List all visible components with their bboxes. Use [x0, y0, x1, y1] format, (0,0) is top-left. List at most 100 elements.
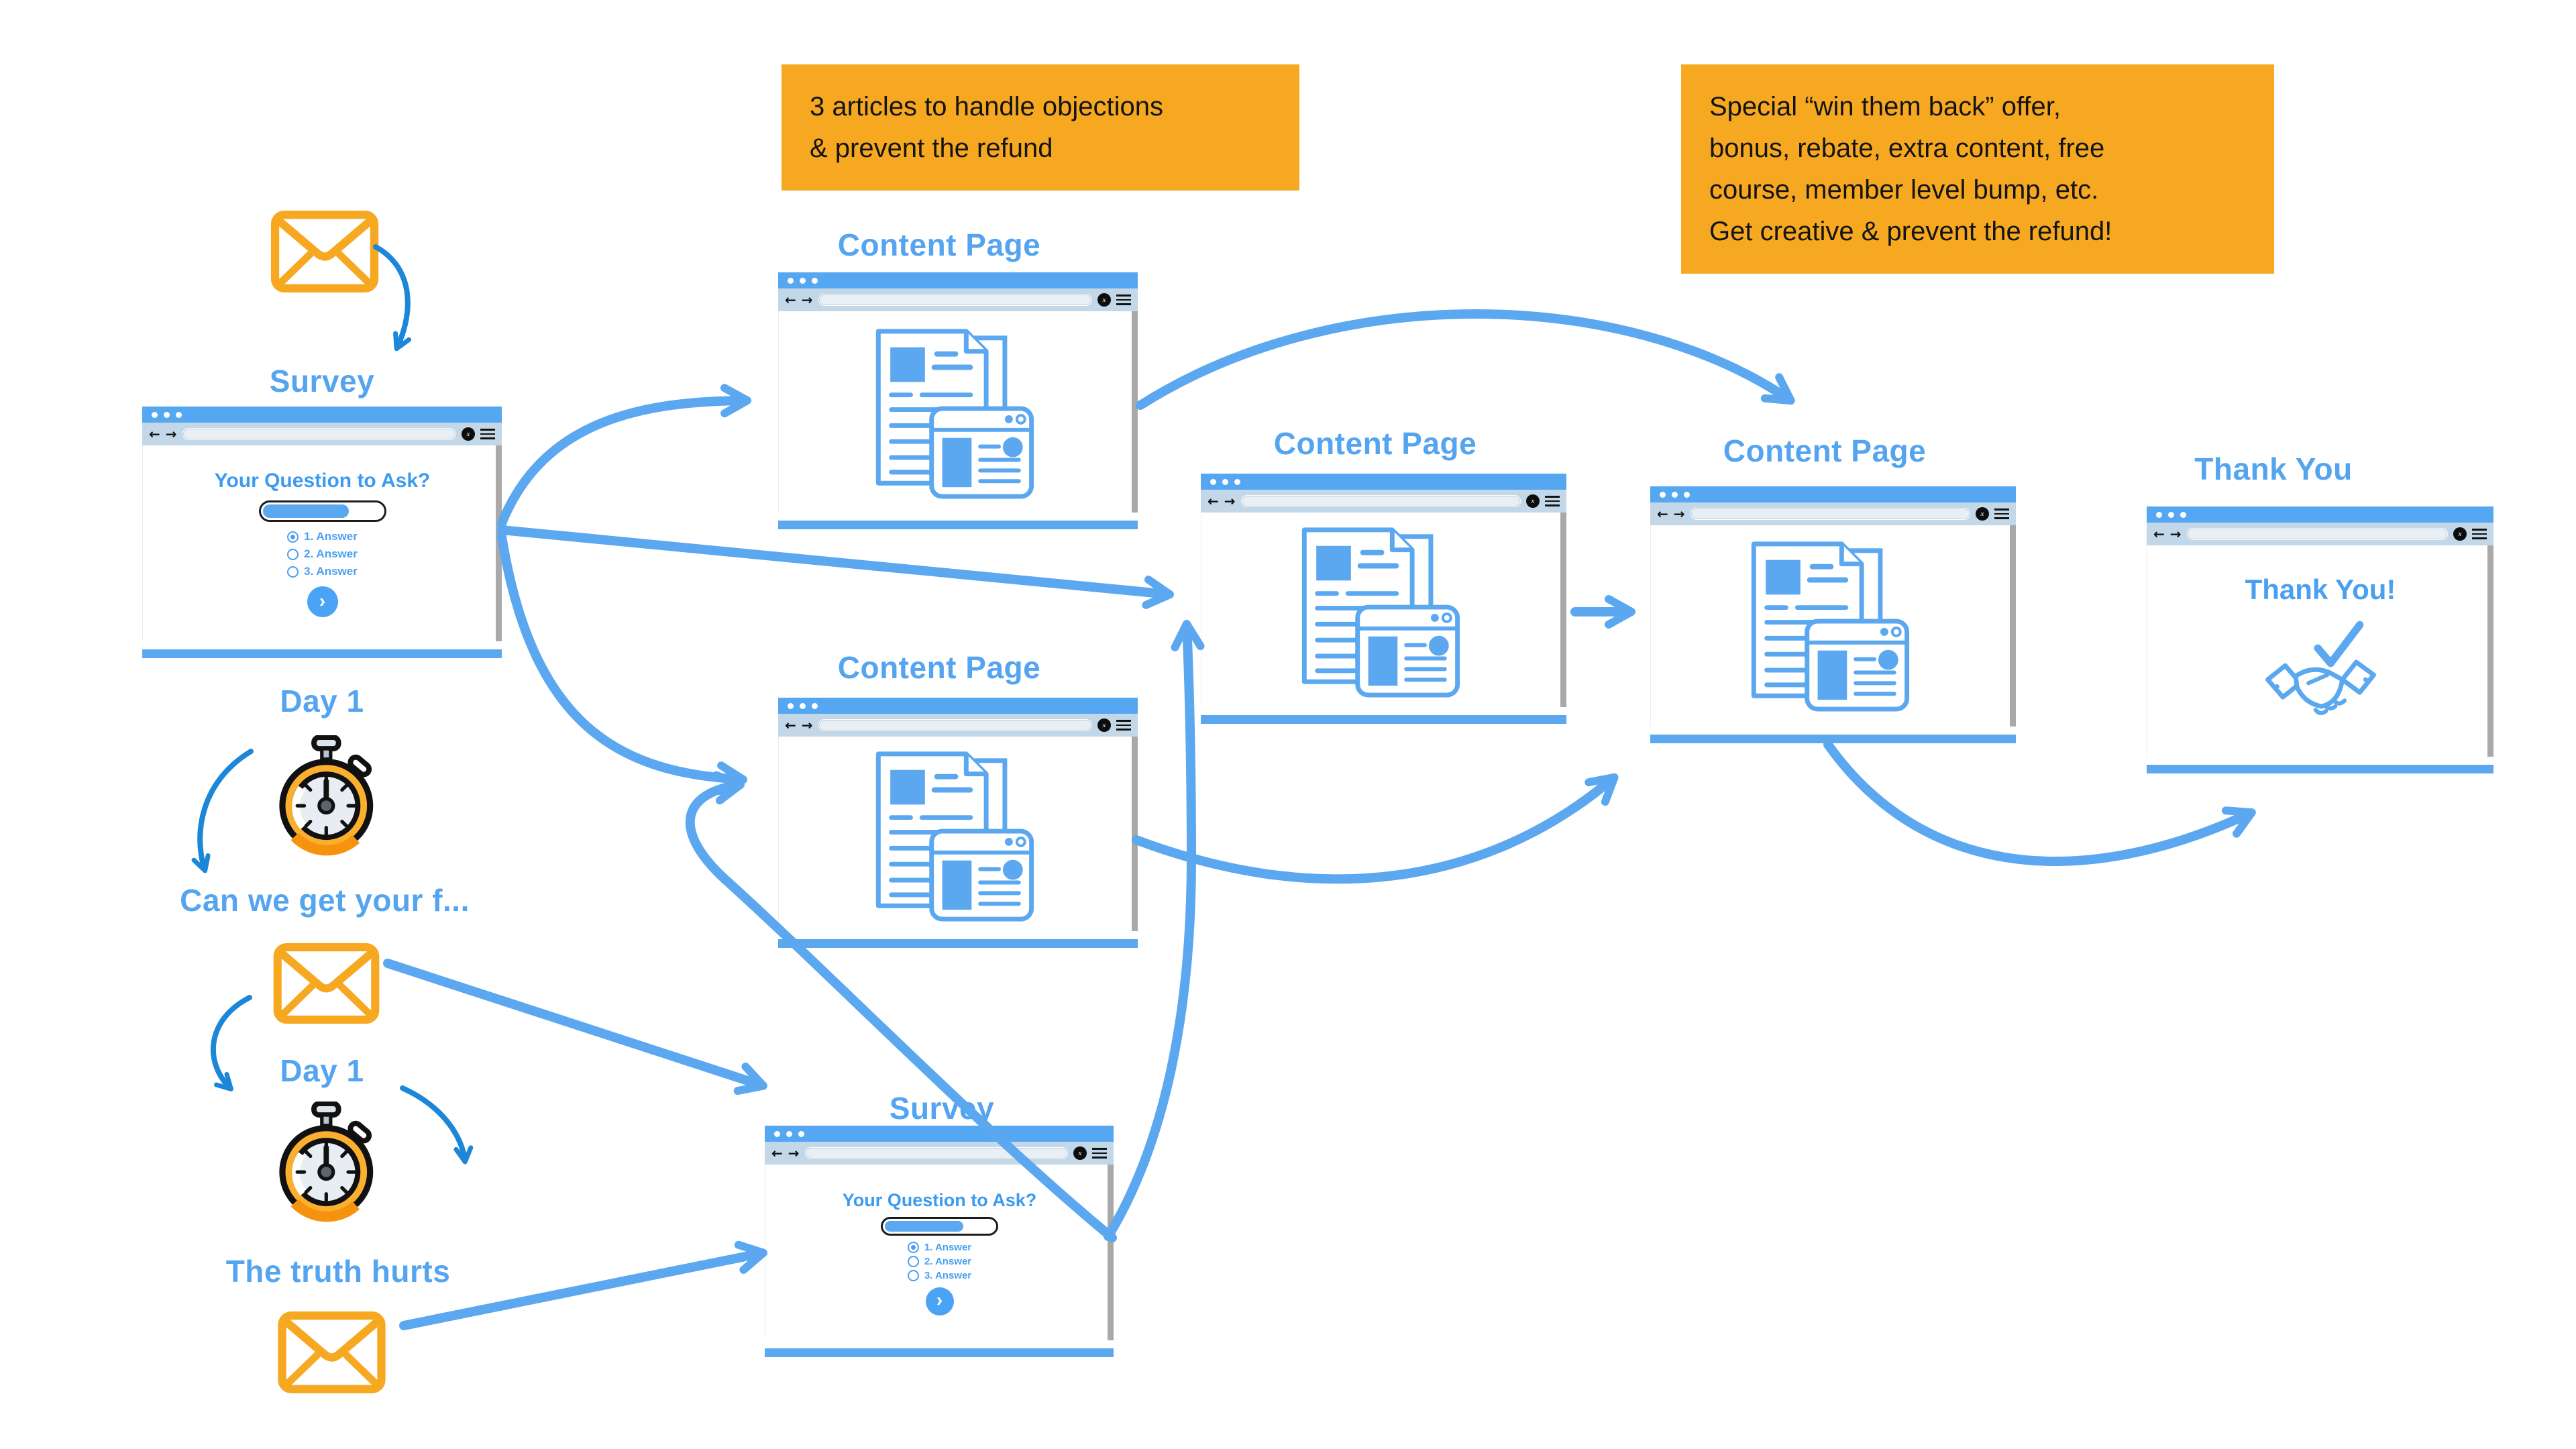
article-document-icon — [1289, 522, 1466, 702]
answer-label: 2. Answer — [304, 547, 358, 560]
window-baseline — [1201, 715, 1566, 724]
browser-window-content-page-2[interactable]: ← → x — [778, 698, 1138, 948]
answer-label: 1. Answer — [924, 1241, 972, 1253]
forward-icon[interactable]: → — [801, 717, 813, 733]
browser-window-survey-1[interactable]: ← → x Your Question to Ask? 1. Answer 2.… — [142, 407, 502, 658]
window-dot — [2168, 511, 2174, 518]
answer-option-1[interactable]: 1. Answer — [287, 530, 358, 543]
forward-icon[interactable]: → — [788, 1145, 800, 1161]
window-titlebar — [142, 407, 502, 423]
menu-icon[interactable] — [1116, 720, 1131, 731]
window-toolbar: ← → x — [1201, 490, 1566, 513]
note-winback[interactable]: Special “win them back” offer, bonus, re… — [1681, 64, 2274, 274]
scrollbar[interactable] — [496, 445, 502, 641]
scrollbar[interactable] — [2010, 525, 2016, 727]
answer-option-2[interactable]: 2. Answer — [907, 1255, 971, 1267]
window-dot — [152, 411, 158, 418]
back-icon[interactable]: ← — [1208, 493, 1219, 509]
window-baseline — [1650, 735, 2016, 743]
forward-icon[interactable]: → — [1224, 493, 1236, 509]
window-toolbar: ← → x — [142, 423, 502, 445]
url-bar[interactable] — [182, 428, 456, 440]
url-bar[interactable] — [1690, 508, 1970, 520]
url-bar[interactable] — [818, 294, 1092, 306]
next-arrow-icon[interactable]: › — [307, 586, 338, 617]
close-icon[interactable]: x — [2453, 527, 2467, 541]
stopwatch-icon[interactable] — [268, 1102, 382, 1225]
note-objections-line1: 3 articles to handle objections — [810, 92, 1163, 121]
arrow-truth-email-to-survey2 — [399, 1240, 767, 1330]
radio-icon[interactable] — [287, 566, 299, 578]
radio-icon-checked[interactable] — [287, 531, 299, 543]
close-icon[interactable]: x — [1526, 494, 1540, 508]
answer-option-1[interactable]: 1. Answer — [907, 1241, 972, 1253]
url-bar[interactable] — [818, 719, 1092, 731]
note-objections[interactable]: 3 articles to handle objections & preven… — [782, 64, 1299, 191]
page-body — [1201, 513, 1566, 707]
email-envelope-icon[interactable] — [273, 1310, 390, 1395]
window-dot — [798, 1130, 804, 1137]
node-label-survey-2: Survey — [889, 1091, 995, 1126]
radio-icon[interactable] — [907, 1255, 919, 1267]
window-titlebar — [778, 272, 1138, 288]
forward-icon[interactable]: → — [165, 426, 177, 442]
window-toolbar: ← → x — [778, 288, 1138, 311]
browser-window-content-page-1[interactable]: ← → x — [778, 272, 1138, 529]
url-bar[interactable] — [2186, 528, 2448, 540]
answer-label: 3. Answer — [304, 565, 358, 578]
node-label-content-page-right: Content Page — [1723, 433, 1927, 468]
forward-icon[interactable]: → — [2169, 526, 2182, 542]
close-icon[interactable]: x — [1097, 293, 1111, 307]
forward-icon[interactable]: → — [1673, 506, 1685, 522]
close-icon[interactable]: x — [1073, 1146, 1087, 1160]
browser-window-content-page-mid[interactable]: ← → x — [1201, 474, 1566, 724]
menu-icon[interactable] — [1092, 1148, 1107, 1159]
menu-icon[interactable] — [1994, 508, 2009, 519]
radio-icon[interactable] — [907, 1269, 919, 1281]
close-icon[interactable]: x — [1097, 718, 1111, 732]
close-icon[interactable]: x — [462, 427, 475, 441]
back-icon[interactable]: ← — [149, 426, 160, 442]
menu-icon[interactable] — [480, 429, 495, 439]
radio-icon[interactable] — [287, 548, 299, 560]
window-toolbar: ← → x — [765, 1142, 1114, 1165]
stopwatch-icon[interactable] — [268, 735, 382, 859]
window-titlebar — [778, 698, 1138, 714]
back-icon[interactable]: ← — [771, 1145, 783, 1161]
back-icon[interactable]: ← — [785, 717, 796, 733]
forward-icon[interactable]: → — [801, 292, 813, 308]
close-icon[interactable]: x — [1976, 507, 1989, 521]
scrollbar[interactable] — [1132, 737, 1138, 931]
progress-bar — [258, 500, 386, 522]
email-envelope-icon[interactable] — [268, 942, 385, 1025]
next-arrow-icon[interactable]: › — [925, 1287, 954, 1316]
window-toolbar: ← → x — [778, 714, 1138, 737]
browser-window-survey-2[interactable]: ←→ x Your Question to Ask? 1. Answer 2. … — [765, 1126, 1114, 1357]
answer-option-3[interactable]: 3. Answer — [907, 1269, 971, 1281]
menu-icon[interactable] — [1116, 294, 1131, 305]
scrollbar[interactable] — [1560, 513, 1566, 707]
menu-icon[interactable] — [2472, 529, 2487, 539]
browser-window-content-page-right[interactable]: ← → x — [1650, 486, 2016, 743]
browser-window-thank-you[interactable]: ←→ x Thank You! — [2147, 506, 2493, 773]
url-bar[interactable] — [1240, 495, 1521, 507]
back-icon[interactable]: ← — [2153, 526, 2165, 542]
arrow-survey1-to-content-page-mid — [497, 525, 1174, 609]
menu-icon[interactable] — [1545, 496, 1560, 506]
scrollbar[interactable] — [2487, 545, 2493, 757]
window-titlebar — [2147, 506, 2493, 523]
arrow-timer2-to-truth-email — [400, 1085, 474, 1165]
radio-icon-checked[interactable] — [907, 1241, 919, 1253]
back-icon[interactable]: ← — [785, 292, 796, 308]
url-bar[interactable] — [804, 1147, 1068, 1159]
progress-bar — [881, 1216, 998, 1236]
back-icon[interactable]: ← — [1657, 506, 1668, 522]
scrollbar[interactable] — [1108, 1165, 1114, 1340]
email-envelope-icon[interactable] — [268, 209, 382, 294]
window-dot — [788, 702, 794, 709]
page-body — [778, 311, 1138, 513]
page-body — [1650, 525, 2016, 727]
answer-option-2[interactable]: 2. Answer — [287, 547, 358, 561]
answer-option-3[interactable]: 3. Answer — [287, 565, 358, 578]
scrollbar[interactable] — [1132, 311, 1138, 513]
